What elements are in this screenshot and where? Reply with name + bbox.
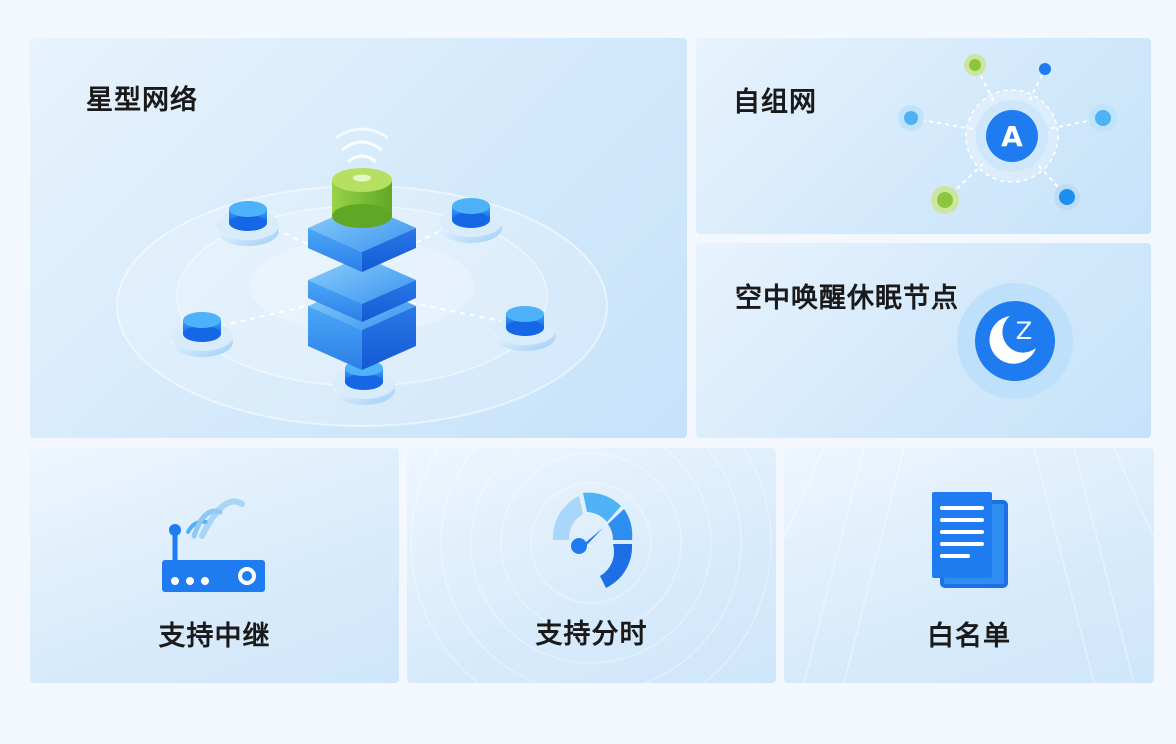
whitelist-title: 白名单 <box>927 621 1011 652</box>
wake-sleep-title: 空中唤醒休眠节点 <box>735 283 959 314</box>
document-list-icon <box>784 448 1154 683</box>
wake-sleep-card: 空中唤醒休眠节点 Z <box>696 243 1151 438</box>
star-network-card: 星型网络 <box>30 38 687 438</box>
star-topology-icon <box>116 127 608 427</box>
self-mesh-card: 自组网 A <box>696 38 1151 234</box>
mesh-center-badge: A <box>1001 120 1023 153</box>
relay-title: 支持中继 <box>158 621 271 652</box>
wifi-router-icon <box>162 498 265 592</box>
star-network-title: 星型网络 <box>86 85 198 116</box>
time-share-card: 支持分时 <box>407 448 776 683</box>
speedometer-icon <box>410 448 772 683</box>
moon-badge-letter: Z <box>1016 317 1032 345</box>
mesh-network-icon: A <box>898 54 1117 214</box>
relay-card: 支持中继 <box>30 448 399 683</box>
time-share-title: 支持分时 <box>535 619 648 650</box>
self-mesh-title: 自组网 <box>733 87 817 118</box>
whitelist-card: 白名单 <box>784 448 1154 683</box>
moon-sleep-icon: Z <box>957 283 1073 399</box>
